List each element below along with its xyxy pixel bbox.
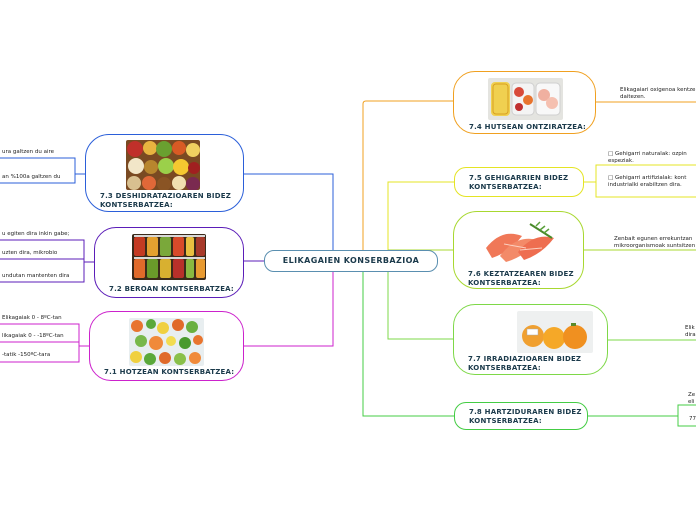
node-7-5-additives[interactable]: 7.5 GEHIGARRIEN BIDEZ KONTSERBATZEA: [454, 167, 584, 197]
irradiated-fruit-photo [517, 311, 593, 353]
node-7-6-label: 7.6 KEZTATZEAREN BIDEZ KONTSERBATZEA: [468, 270, 574, 287]
leaf-7-1-0-8: Elikagaiak 0 - 8ºC-tan [2, 315, 62, 321]
edge-7-2-mantenten [0, 262, 85, 283]
node-7-4-label: 7.4 HUTSEAN ONTZIRATZEA: [469, 123, 586, 131]
edge-7-2-mikrobio [0, 258, 85, 262]
edge-7-1-0-18 [0, 341, 80, 346]
edge-7-5-natural [584, 164, 696, 183]
edge-central-7-4 [362, 100, 453, 262]
leaf-7-2-mikrobio: uzten dira, mikrobio [2, 250, 58, 256]
leaf-7-8-77: 77 [689, 416, 696, 422]
node-7-1-cold[interactable]: 7.1 HOTZEAN KONTSERBATZEA: [89, 311, 244, 381]
node-7-3-label: 7.3 DESHIDRATAZIOAREN BIDEZ KONTSERBATZE… [100, 192, 231, 209]
edge-7-5-artificial [595, 182, 696, 198]
node-7-2-label: 7.2 BEROAN KONTSERBATZEA: [109, 285, 234, 293]
edge-7-8-77 [677, 416, 696, 427]
node-7-8-label: 7.8 HARTZIDURAREN BIDEZ KONTSERBATZEA: [469, 408, 582, 425]
node-7-6-smoking[interactable]: 7.6 KEZTATZEAREN BIDEZ KONTSERBATZEA: [453, 211, 584, 289]
edge-central-7-3 [244, 173, 334, 262]
node-7-4-vacuum[interactable]: 7.4 HUTSEAN ONTZIRATZEA: [453, 71, 596, 134]
node-7-2-heat[interactable]: 7.2 BEROAN KONTSERBATZEA: [94, 227, 244, 298]
edge-7-1-150 [0, 346, 80, 363]
leaf-7-3-air: ura galtzen du aire [2, 149, 55, 155]
node-7-1-label: 7.1 HOTZEAN KONTSERBATZEA: [104, 368, 235, 376]
node-7-7-label: 7.7 IRRADIAZIOAREN BIDEZ KONTSERBATZEA: [468, 355, 582, 372]
edge-central-7-1 [244, 261, 334, 347]
edge-7-8-ze [588, 404, 696, 417]
leaf-7-3-percent: an %100a galtzen du [2, 174, 61, 180]
edge-7-3-air [0, 157, 85, 175]
frozen-vegetables-photo [129, 318, 204, 366]
smoked-salmon-photo [482, 218, 558, 264]
node-7-7-irradiation[interactable]: 7.7 IRRADIAZIOAREN BIDEZ KONTSERBATZEA: [453, 304, 608, 375]
leaf-7-1-150: -tatik -150ºC-tara [2, 352, 51, 358]
leaf-7-2-mantenten: undutan mantenten dira [2, 273, 70, 279]
edge-7-3-percent [0, 174, 76, 184]
node-7-3-dehydration[interactable]: 7.3 DESHIDRATAZIOAREN BIDEZ KONTSERBATZE… [85, 134, 244, 212]
central-topic[interactable]: ELIKAGAIEN KONSERBAZIOA [264, 250, 438, 272]
leaf-7-1-0-18: likagaiak 0 - -18ºC-tan [2, 333, 64, 339]
edge-central-7-7 [387, 261, 453, 340]
dried-fruit-nuts-photo [126, 140, 200, 190]
node-7-8-fermentation[interactable]: 7.8 HARTZIDURAREN BIDEZ KONTSERBATZEA: [454, 402, 588, 430]
vacuum-packed-food-photo [488, 78, 563, 120]
edge-7-2-inkin [0, 239, 94, 263]
node-7-5-label: 7.5 GEHIGARRIEN BIDEZ KONTSERBATZEA: [469, 174, 569, 191]
leaf-7-2-inkin: u egiten dira inkin gabe; [2, 231, 70, 237]
canned-jars-photo [132, 234, 206, 280]
edge-central-7-8 [362, 261, 454, 417]
edge-7-1-0-8 [0, 323, 89, 347]
